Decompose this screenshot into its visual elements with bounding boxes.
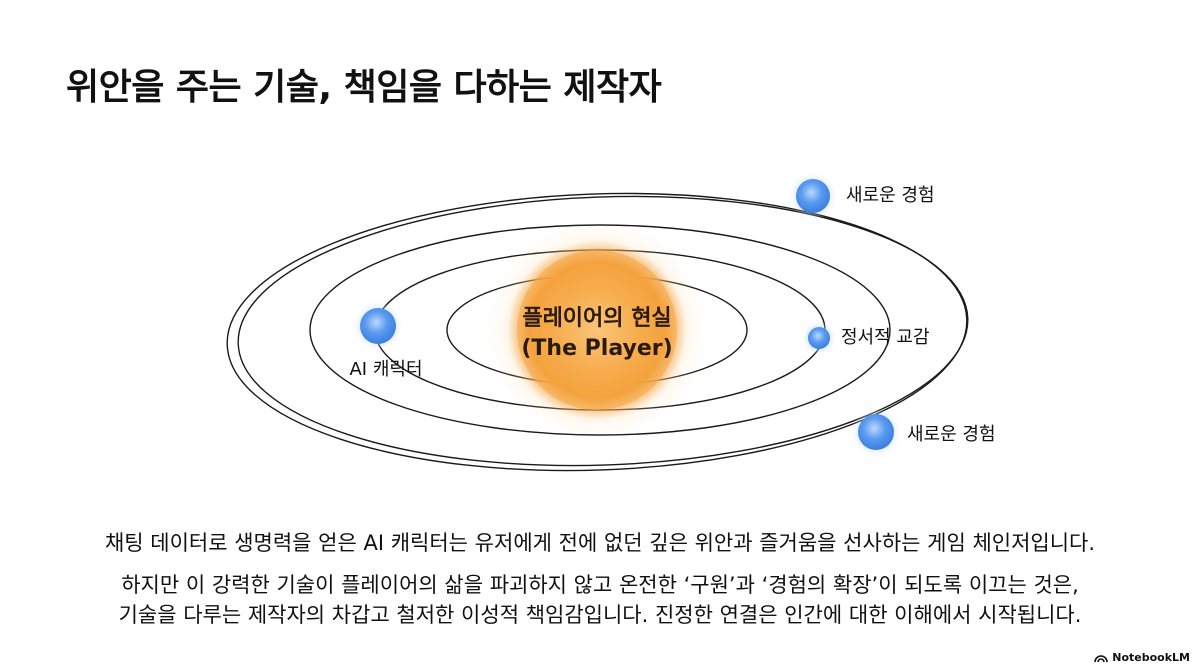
orbit-outer-b [237, 195, 969, 467]
planet-label-emotional-bond: 정서적 교감 [841, 327, 930, 348]
body-paragraph-2-line-2: 기술을 다루는 제작자의 차갑고 철저한 이성적 책임감입니다. 진정한 연결은… [118, 603, 1082, 627]
body-paragraph-2-line-1: 하지만 이 강력한 기술이 플레이어의 삶을 파괴하지 않고 온전한 ‘구원’과… [121, 573, 1079, 597]
center-label-line1: 플레이어의 현실 [522, 306, 671, 331]
body-paragraph-1: 채팅 데이터로 생명력을 얻은 AI 캐릭터는 유저에게 전에 없던 깊은 위안… [0, 528, 1200, 558]
planet-label-new-experience-bottom: 새로운 경험 [907, 424, 996, 445]
brand-name: NotebookLM [1112, 651, 1190, 664]
slide-title: 위안을 주는 기술, 책임을 다하는 제작자 [66, 67, 662, 108]
planet-emotional-bond: 정서적 교감 [802, 321, 930, 355]
planet-label-ai-character: AI 캐릭터 [349, 359, 422, 380]
planet-new-experience-top: 새로운 경험 [789, 172, 935, 220]
planet-ai-character: AI 캐릭터 [349, 301, 423, 380]
planet-new-experience-bottom: 새로운 경험 [851, 407, 996, 457]
player-sun: 플레이어의 현실 (The Player) [487, 220, 707, 440]
body-paragraph-1-text: 채팅 데이터로 생명력을 얻은 AI 캐릭터는 유저에게 전에 없던 깊은 위안… [104, 531, 1096, 555]
planet-label-new-experience-top: 새로운 경험 [846, 185, 935, 206]
notebooklm-logo-icon [1094, 654, 1109, 662]
center-label-line2: (The Player) [521, 336, 672, 361]
orbit-diagram: 플레이어의 현실 (The Player) 새로운 경험 AI 캐릭터 정서적 … [226, 172, 996, 472]
orbit-outer-a [226, 192, 968, 472]
body-paragraph-2: 하지만 이 강력한 기술이 플레이어의 삶을 파괴하지 않고 온전한 ‘구원’과… [0, 570, 1200, 630]
notebooklm-watermark: NotebookLM [1094, 651, 1190, 664]
